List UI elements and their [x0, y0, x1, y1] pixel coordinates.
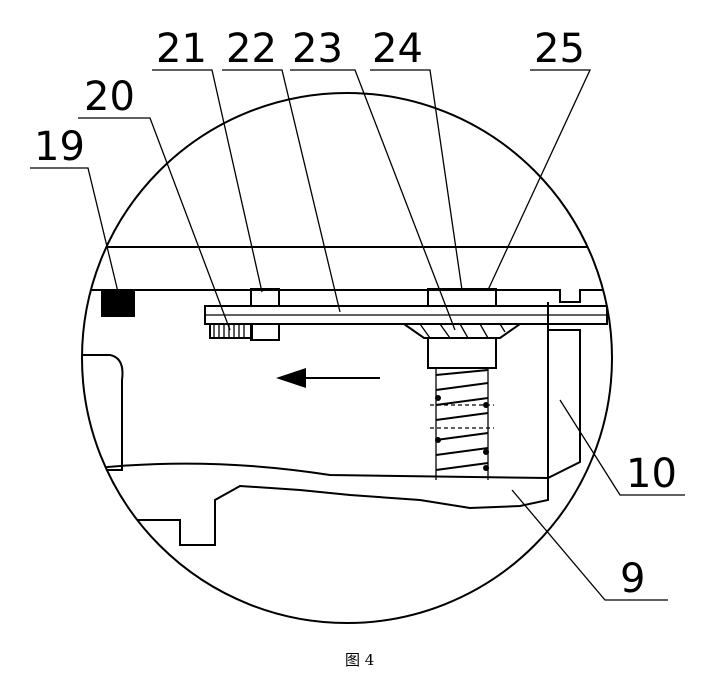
label-25: 25 — [534, 26, 585, 72]
label-20: 20 — [84, 74, 135, 120]
sensor-block-19 — [101, 289, 135, 317]
right-wall-10 — [547, 329, 581, 480]
label-21: 21 — [156, 26, 207, 72]
left-wall — [82, 354, 124, 471]
top-housing-plate — [82, 246, 612, 303]
label-19: 19 — [34, 124, 85, 170]
figure-caption: 图 4 — [345, 651, 374, 669]
bottom-housing-9 — [82, 462, 549, 546]
detail-circle — [81, 92, 613, 624]
block-24 — [427, 288, 497, 307]
lower-block — [427, 337, 497, 369]
label-9: 9 — [620, 556, 645, 602]
label-10: 10 — [626, 451, 677, 497]
nut-21-bottom — [250, 323, 280, 341]
label-22: 22 — [226, 26, 277, 72]
label-23: 23 — [292, 26, 343, 72]
nut-21-top — [250, 288, 280, 307]
label-24: 24 — [372, 26, 423, 72]
leader-lines — [30, 69, 685, 601]
spring — [430, 368, 494, 480]
arrow-left-icon — [276, 368, 380, 388]
wedge-23 — [400, 323, 524, 339]
screw-20 — [209, 323, 253, 339]
